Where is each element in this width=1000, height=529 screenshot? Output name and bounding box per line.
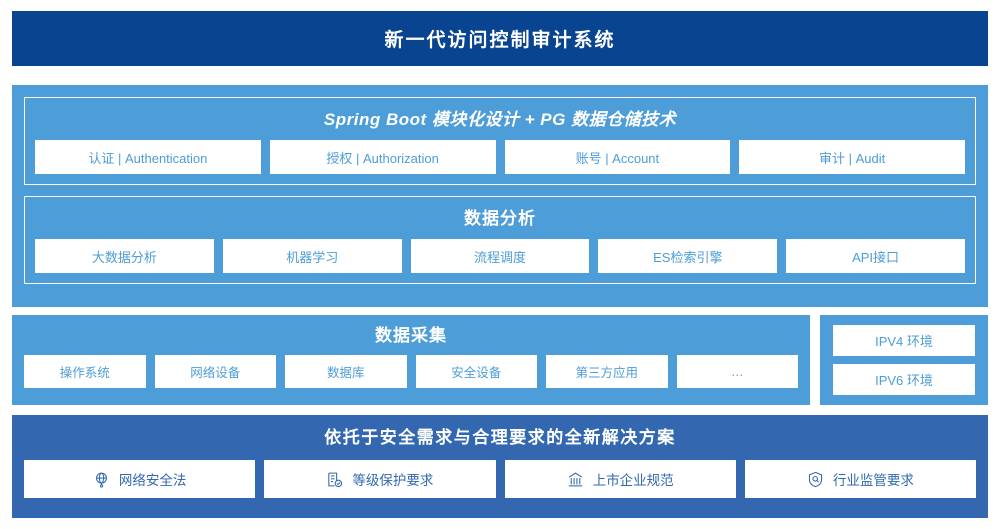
collection-card[interactable]: 网络设备 [154,355,276,388]
platform-panel: Spring Boot 模块化设计 + PG 数据仓储技术 认证 | Authe… [12,85,988,307]
compliance-card-row: 网络安全法 等级保护要求 [24,460,976,498]
collection-title: 数据采集 [375,326,447,345]
compliance-card-label: 上市企业规范 [592,473,674,488]
collection-card-more[interactable]: … [676,355,798,388]
analysis-title: 数据分析 [464,209,536,228]
collection-card[interactable]: 第三方应用 [546,355,668,388]
compliance-card-label: 网络安全法 [118,473,187,488]
framework-card[interactable]: 认证 | Authentication [35,140,261,174]
environment-panel: IPV4 环境 IPV6 环境 [820,315,988,405]
environment-card-ipv4[interactable]: IPV4 环境 [833,325,975,356]
framework-card[interactable]: 审计 | Audit [739,140,965,174]
page-title: 新一代访问控制审计系统 [384,30,616,51]
document-check-icon [326,471,343,488]
compliance-card-label: 等级保护要求 [352,473,434,488]
analysis-card[interactable]: 流程调度 [410,239,590,273]
collection-card[interactable]: 安全设备 [415,355,537,388]
environment-card-ipv6[interactable]: IPV6 环境 [833,364,975,395]
analysis-card[interactable]: ES检索引擎 [598,239,778,273]
analysis-box: 数据分析 大数据分析 机器学习 流程调度 ES检索引擎 API接口 [24,196,976,284]
bank-building-icon [567,471,584,488]
collection-card-row: 操作系统 网络设备 数据库 安全设备 第三方应用 … [24,355,798,388]
compliance-card-listed-enterprise[interactable]: 上市企业规范 [504,460,736,498]
compliance-card-industry-regulation[interactable]: 行业监管要求 [744,460,976,498]
compliance-title: 依托于安全需求与合理要求的全新解决方案 [324,428,676,447]
globe-network-icon [93,471,110,488]
framework-box: Spring Boot 模块化设计 + PG 数据仓储技术 认证 | Authe… [24,97,976,185]
framework-title: Spring Boot 模块化设计 + PG 数据仓储技术 [323,110,677,129]
collection-card[interactable]: 数据库 [285,355,407,388]
compliance-panel: 依托于安全需求与合理要求的全新解决方案 网络安全法 [12,415,988,518]
compliance-card-cybersecurity-law[interactable]: 网络安全法 [24,460,256,498]
analysis-card[interactable]: API接口 [786,239,965,273]
framework-card[interactable]: 账号 | Account [504,140,731,174]
compliance-card-label: 行业监管要求 [832,473,914,488]
compliance-card-grade-protection[interactable]: 等级保护要求 [264,460,496,498]
analysis-card[interactable]: 大数据分析 [35,239,214,273]
framework-card[interactable]: 授权 | Authorization [269,140,496,174]
page-header: 新一代访问控制审计系统 [12,11,988,66]
framework-card-row: 认证 | Authentication 授权 | Authorization 账… [35,140,965,174]
analysis-card[interactable]: 机器学习 [222,239,402,273]
collection-card[interactable]: 操作系统 [24,355,146,388]
analysis-card-row: 大数据分析 机器学习 流程调度 ES检索引擎 API接口 [35,239,965,273]
collection-panel: 数据采集 操作系统 网络设备 数据库 安全设备 第三方应用 … [12,315,810,405]
shield-search-icon [807,471,824,488]
